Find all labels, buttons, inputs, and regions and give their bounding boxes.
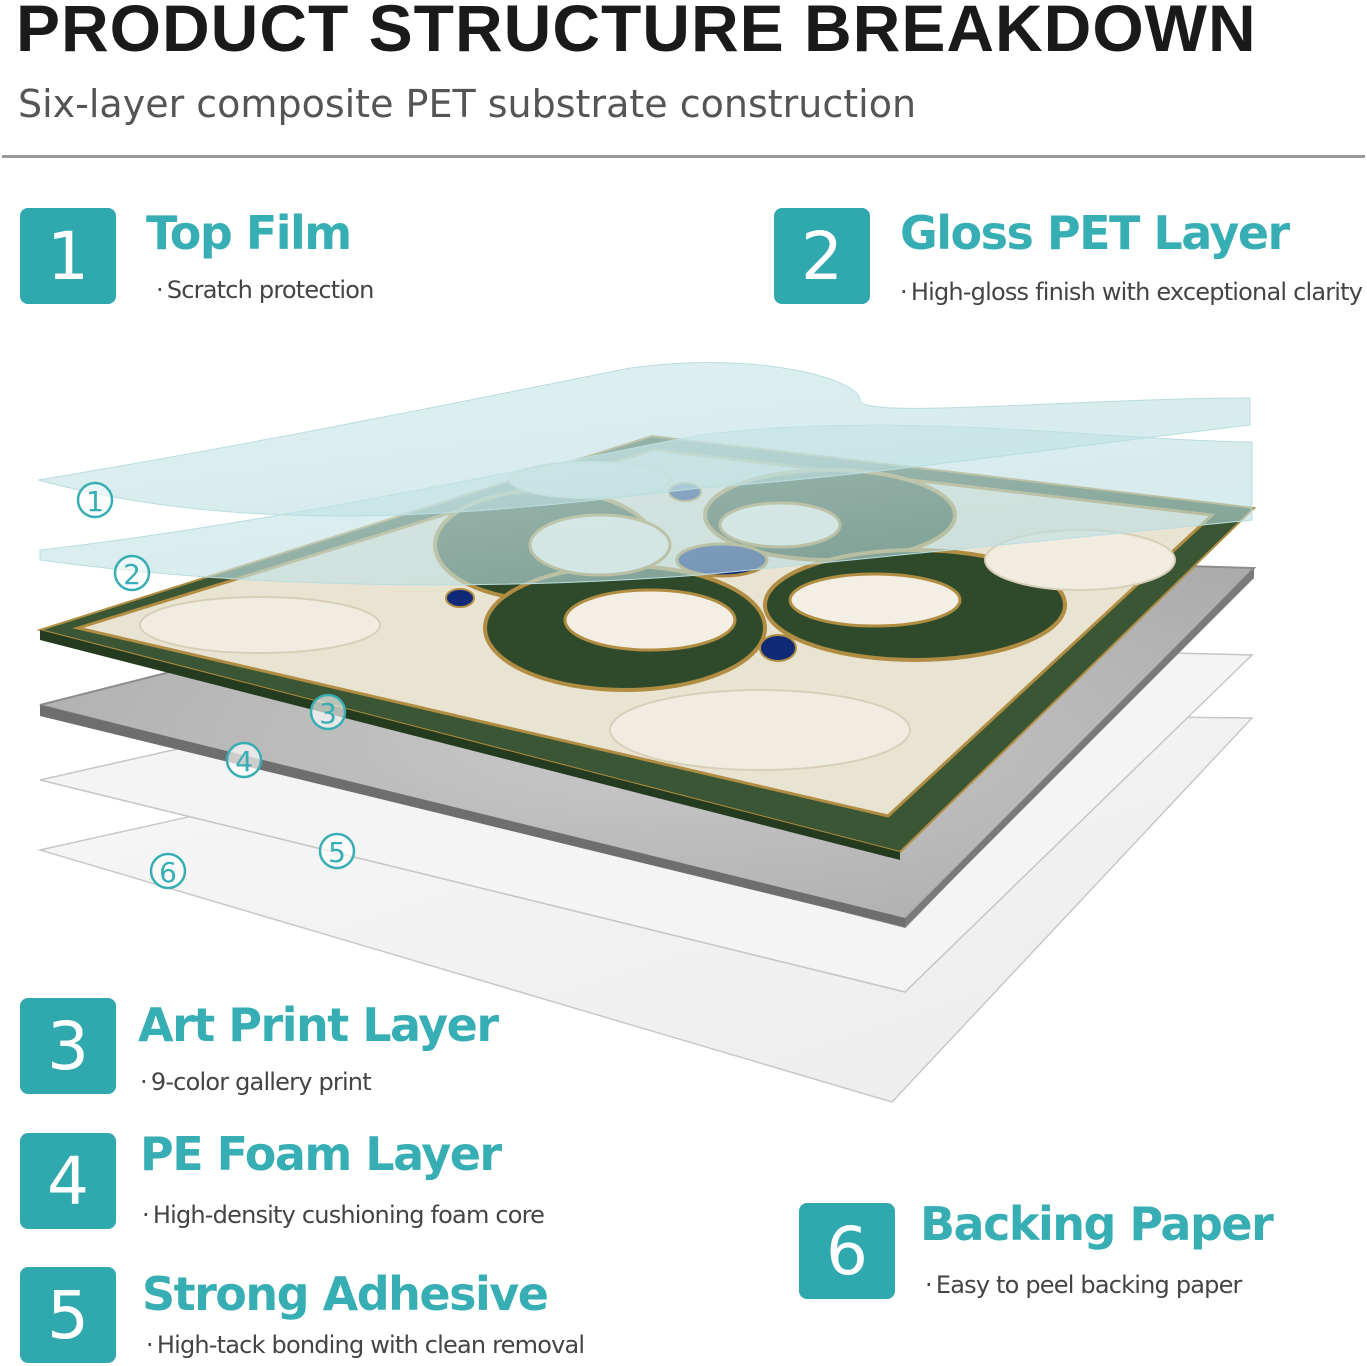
svg-text:4: 4 bbox=[235, 745, 253, 778]
layer-description: ·Scratch protection bbox=[156, 276, 374, 304]
marker-6: 6 bbox=[151, 854, 185, 889]
layer-name: Gloss PET Layer bbox=[900, 206, 1289, 261]
layer-name: Top Film bbox=[146, 206, 351, 261]
layer-number-badge: 1 bbox=[20, 208, 116, 304]
marker-4: 4 bbox=[227, 743, 261, 778]
marker-5: 5 bbox=[320, 834, 354, 869]
layer-description: ·High-tack bonding with clean removal bbox=[146, 1331, 584, 1359]
marker-3: 3 bbox=[311, 695, 345, 730]
layer-number-badge: 4 bbox=[20, 1133, 116, 1229]
layer-description: ·High-gloss finish with exceptional clar… bbox=[900, 278, 1362, 306]
layer-description: ·High-density cushioning foam core bbox=[142, 1201, 544, 1229]
svg-text:2: 2 bbox=[123, 558, 141, 591]
svg-text:5: 5 bbox=[328, 836, 346, 869]
svg-text:3: 3 bbox=[319, 697, 337, 730]
layer-number-badge: 2 bbox=[774, 208, 870, 304]
layer-name: Strong Adhesive bbox=[142, 1267, 547, 1322]
layer-name: Backing Paper bbox=[920, 1197, 1272, 1252]
svg-text:6: 6 bbox=[159, 856, 177, 889]
layer-number-badge: 3 bbox=[20, 998, 116, 1094]
layer-description: ·Easy to peel backing paper bbox=[925, 1271, 1242, 1299]
layer-number-badge: 5 bbox=[20, 1267, 116, 1363]
layer-number-badge: 6 bbox=[799, 1203, 895, 1299]
layer-name: PE Foam Layer bbox=[140, 1127, 501, 1182]
svg-text:1: 1 bbox=[86, 485, 104, 518]
layer-name: Art Print Layer bbox=[138, 998, 498, 1053]
layer-description: ·9-color gallery print bbox=[140, 1068, 371, 1096]
marker-1: 1 bbox=[78, 483, 112, 518]
marker-2: 2 bbox=[115, 556, 149, 591]
